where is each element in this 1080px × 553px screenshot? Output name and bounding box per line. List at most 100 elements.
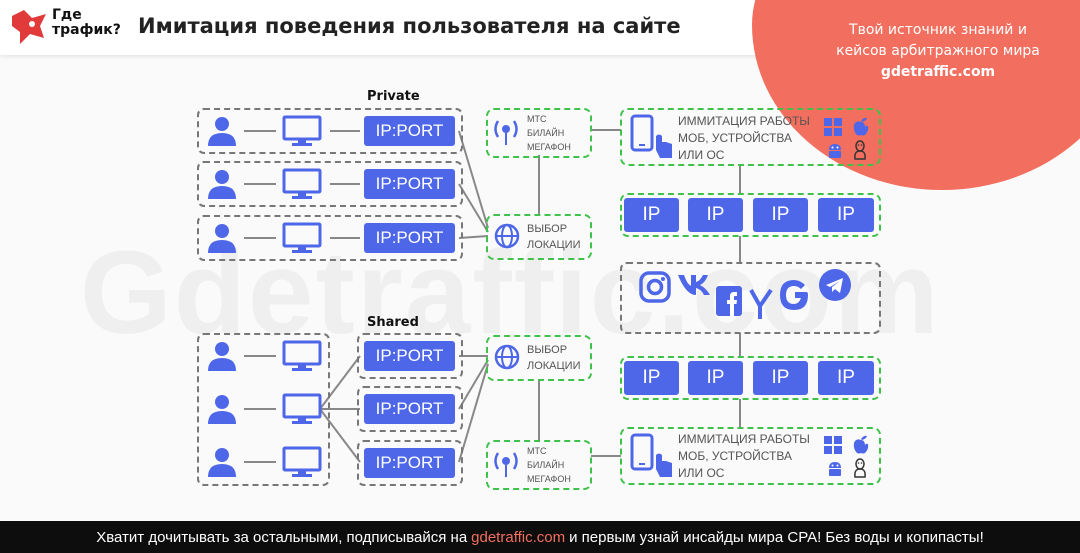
imitation-box-bottom: [620, 427, 881, 485]
ip-port-shared-3: IP:PORT: [364, 448, 455, 478]
yandex-icon: [749, 288, 773, 319]
social-networks-box: [620, 262, 881, 334]
imitation-box-top: [620, 108, 881, 166]
telegram-icon: [819, 269, 851, 301]
operator-megafon: МЕГАФОН: [527, 142, 571, 152]
phone-touch-icon: [630, 114, 672, 158]
instagram-icon: [639, 271, 671, 303]
footer-site-link[interactable]: gdetraffic.com: [471, 528, 566, 546]
ip-port-shared-2: IP:PORT: [364, 394, 455, 424]
shared-ip-box-3: [357, 440, 463, 486]
imitation-line2: МОБ, УСТРОЙСТВА: [678, 449, 792, 463]
ip-button: IP: [753, 361, 808, 395]
user-icon: [208, 170, 236, 199]
vk-icon: [678, 275, 710, 295]
user-icon: [208, 395, 236, 424]
location-box-top: [486, 214, 592, 260]
operators-list-top: МТС БИЛАЙН МЕГАФОН: [527, 112, 571, 154]
operators-list-bottom: МТС БИЛАЙН МЕГАФОН: [527, 444, 571, 486]
imitation-line1: ИММИТАЦИЯ РАБОТЫ: [678, 114, 810, 128]
linux-icon: [854, 140, 866, 160]
monitor-icon: [282, 115, 322, 146]
footer-banner: Хватит дочитывать за остальными, подписы…: [0, 521, 1080, 553]
imitation-text-top: ИММИТАЦИЯ РАБОТЫ МОБ, УСТРОЙСТВА ИЛИ ОС: [678, 113, 810, 164]
header: Где трафик? Имитация поведения пользоват…: [0, 0, 1080, 190]
ip-port-private-1: IP:PORT: [364, 116, 455, 146]
ip-row-bottom-box: [620, 356, 881, 400]
monitor-icon: [282, 340, 322, 371]
windows-icon: [824, 436, 842, 454]
logo-line1: Где: [52, 7, 82, 23]
globe-icon: [494, 223, 520, 249]
phone-touch-icon: [630, 433, 672, 477]
logo-line2: трафик?: [52, 22, 121, 38]
user-icon: [208, 117, 236, 146]
imitation-line3: ИЛИ ОС: [678, 466, 725, 480]
apple-icon: [853, 117, 869, 136]
private-user-box-2: [197, 161, 463, 207]
location-line1: ВЫБОР: [527, 344, 568, 356]
monitor-icon: [282, 446, 322, 477]
location-label-bottom: ВЫБОР ЛОКАЦИИ: [527, 342, 580, 374]
ip-button: IP: [688, 198, 743, 232]
user-icon: [208, 224, 236, 253]
location-line2: ЛОКАЦИИ: [527, 239, 581, 251]
android-icon: [829, 144, 841, 158]
private-user-box-3: [197, 215, 463, 261]
google-icon: [780, 280, 808, 310]
user-icon: [208, 342, 236, 371]
location-label-top: ВЫБОР ЛОКАЦИИ: [527, 221, 580, 253]
operators-box-bottom: [486, 440, 592, 490]
cell-tower-icon: [494, 452, 518, 477]
logo-text[interactable]: Где трафик?: [52, 8, 121, 38]
imitation-line2: МОБ, УСТРОЙСТВА: [678, 131, 792, 145]
ip-button: IP: [624, 198, 679, 232]
location-line1: ВЫБОР: [527, 223, 568, 235]
apple-icon: [853, 435, 869, 454]
globe-icon: [494, 344, 520, 370]
shared-ip-box-1: [357, 333, 463, 379]
windows-icon: [824, 118, 842, 136]
ip-button: IP: [624, 361, 679, 395]
shared-ip-box-2: [357, 386, 463, 432]
operator-mts: МТС: [527, 446, 547, 456]
tagline: Твой источник знаний и кейсов арбитражно…: [818, 20, 1058, 83]
android-icon: [829, 462, 841, 476]
tagline-line2: кейсов арбитражного мира: [836, 43, 1040, 59]
ip-button: IP: [753, 198, 808, 232]
ip-port-private-3: IP:PORT: [364, 223, 455, 253]
ip-row-top-box: [620, 193, 881, 237]
imitation-line3: ИЛИ ОС: [678, 148, 725, 162]
location-box-bottom: [486, 335, 592, 381]
operator-megafon: МЕГАФОН: [527, 474, 571, 484]
facebook-icon: [716, 286, 742, 316]
monitor-icon: [282, 393, 322, 424]
ip-button: IP: [688, 361, 743, 395]
cell-tower-icon: [494, 120, 518, 145]
shared-label: Shared: [367, 315, 419, 330]
footer-text-before: Хватит дочитывать за остальными, подписы…: [96, 528, 468, 546]
linux-icon: [854, 458, 866, 478]
user-icon: [208, 448, 236, 477]
imitation-text-bottom: ИММИТАЦИЯ РАБОТЫ МОБ, УСТРОЙСТВА ИЛИ ОС: [678, 431, 810, 482]
operator-beeline: БИЛАЙН: [527, 460, 565, 470]
monitor-icon: [282, 222, 322, 253]
location-line2: ЛОКАЦИИ: [527, 360, 581, 372]
ip-port-shared-1: IP:PORT: [364, 341, 455, 371]
monitor-icon: [282, 168, 322, 199]
logo-icon[interactable]: [10, 8, 50, 46]
private-user-box-1: [197, 108, 463, 154]
footer-text-after: и первым узнай инсайды мира CPA! Без вод…: [569, 528, 984, 546]
operators-box-top: [486, 108, 592, 158]
page-title: Имитация поведения пользователя на сайте: [138, 14, 681, 38]
tagline-line1: Твой источник знаний и: [849, 22, 1027, 38]
tagline-site-link[interactable]: gdetraffic.com: [880, 64, 996, 80]
operator-mts: МТС: [527, 114, 547, 124]
ip-port-private-2: IP:PORT: [364, 169, 455, 199]
operator-beeline: БИЛАЙН: [527, 128, 565, 138]
shared-users-box: [197, 333, 330, 486]
ip-button: IP: [818, 361, 874, 395]
private-label: Private: [367, 89, 420, 104]
imitation-line1: ИММИТАЦИЯ РАБОТЫ: [678, 432, 810, 446]
